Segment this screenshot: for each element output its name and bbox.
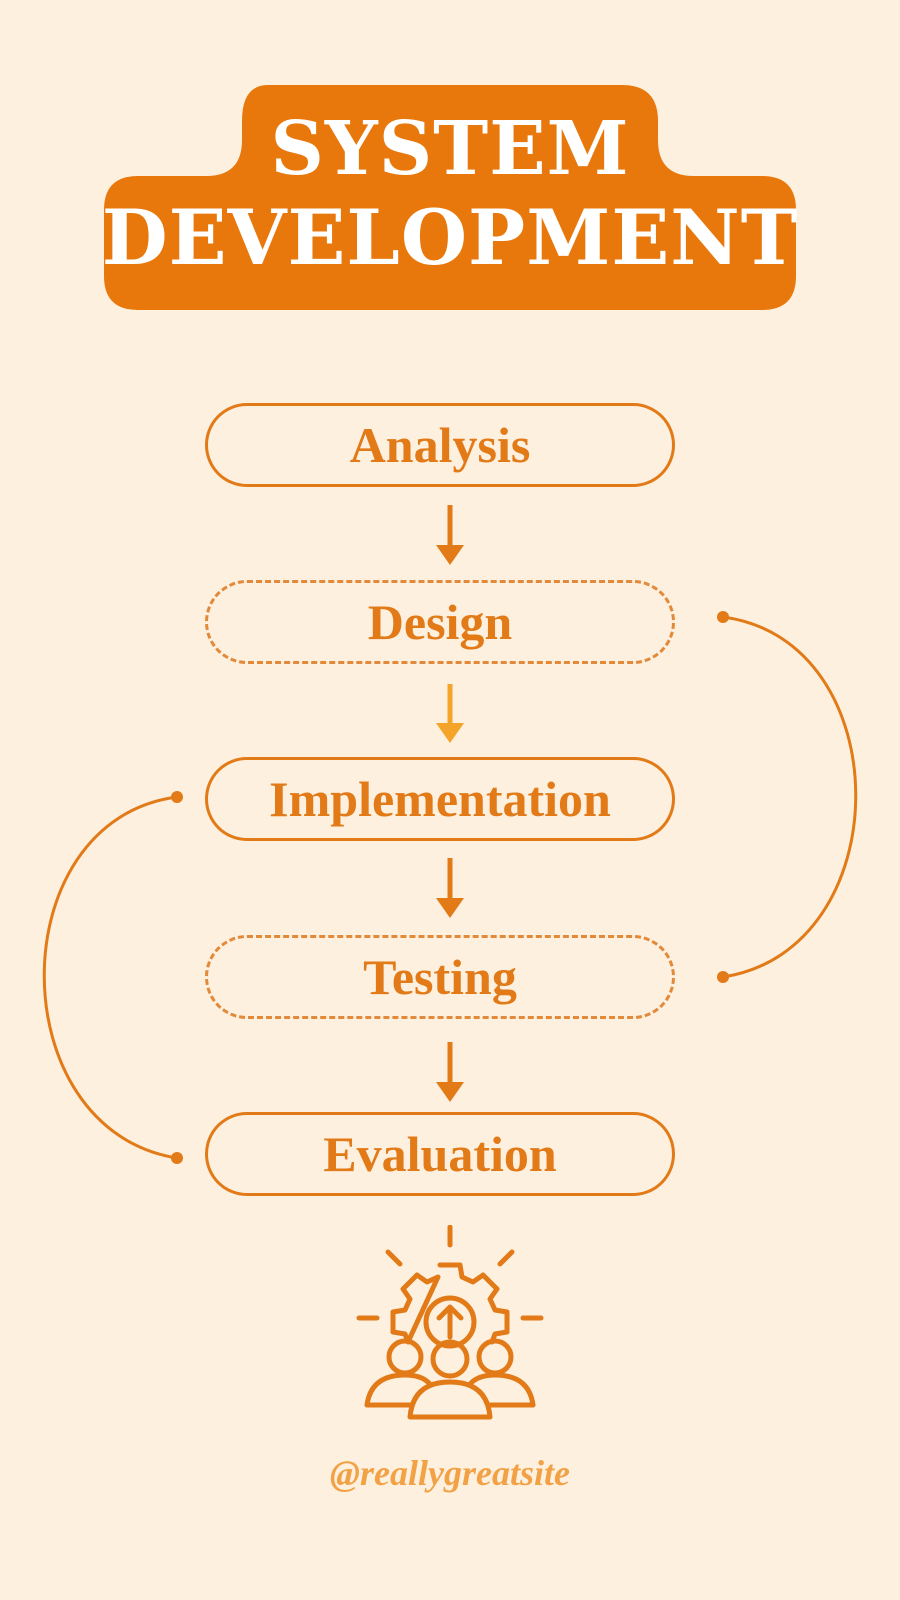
title-banner-shape: [104, 85, 796, 310]
arrow-implementation-testing: [436, 858, 464, 918]
team-gear-innovation-icon: [355, 1224, 545, 1425]
title-line-1: SYSTEM: [270, 106, 630, 192]
title-line-2: DEVELOPMENT: [101, 193, 799, 282]
feedback-arc-design-testing: [717, 611, 858, 983]
step-implementation-label: Implementation: [269, 771, 611, 827]
step-analysis-label: Analysis: [349, 417, 531, 473]
social-handle: @reallygreatsite: [330, 1453, 570, 1493]
step-evaluation-label: Evaluation: [323, 1126, 557, 1182]
step-implementation: Implementation: [205, 757, 675, 841]
arrow-analysis-design: [436, 505, 464, 565]
step-testing-label: Testing: [363, 949, 517, 1005]
feedback-arc-implementation-evaluation: [42, 791, 183, 1164]
arrow-testing-evaluation: [436, 1042, 464, 1102]
step-testing: Testing: [205, 935, 675, 1019]
title-banner: SYSTEM DEVELOPMENT: [0, 0, 900, 320]
step-design-label: Design: [367, 594, 513, 650]
step-design: Design: [205, 580, 675, 664]
step-analysis: Analysis: [205, 403, 675, 487]
arrow-design-implementation: [436, 684, 464, 743]
step-evaluation: Evaluation: [205, 1112, 675, 1196]
